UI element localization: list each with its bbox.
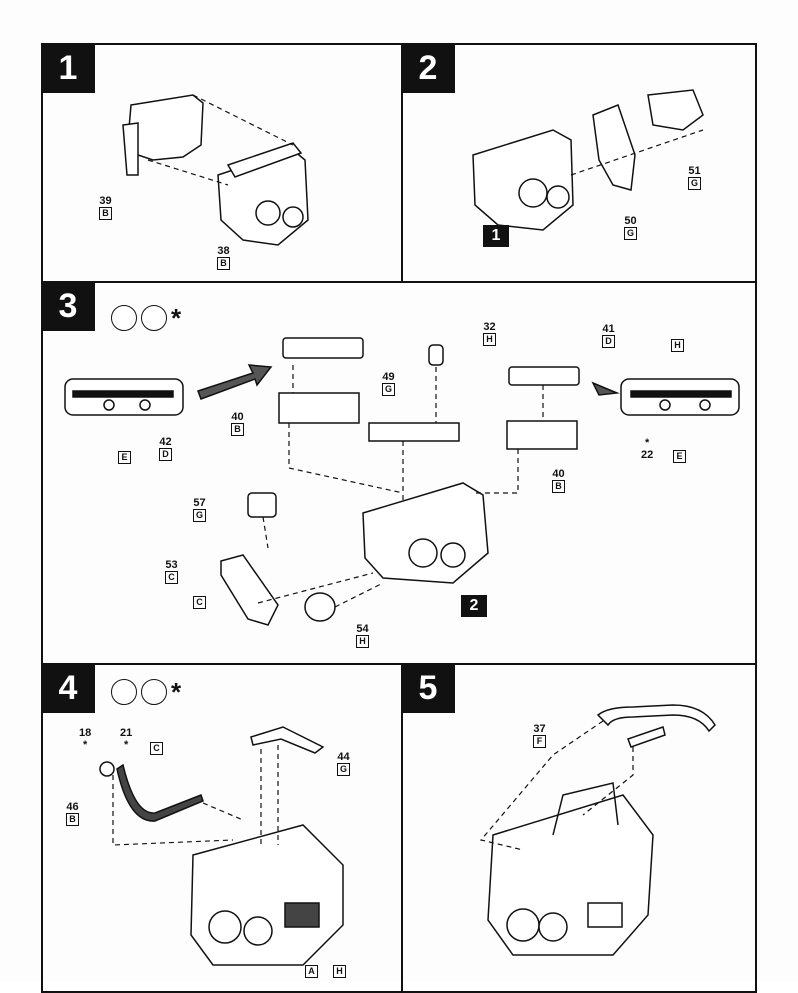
glue-icon — [111, 679, 137, 705]
sprue-a-label: A — [305, 965, 318, 978]
sprue-c-label: C — [193, 596, 206, 609]
sprue-e-right-label: E — [673, 450, 686, 463]
exhaust-manifold — [596, 704, 716, 733]
part-46-label: 46 B — [66, 801, 79, 826]
sprue-c-label: C — [150, 742, 163, 755]
step-reference-2: 2 — [461, 595, 487, 617]
part-44 — [250, 726, 325, 754]
glue-icon — [111, 305, 137, 331]
part-37-label: 37 F — [533, 723, 546, 748]
step-number: 4 — [43, 665, 95, 713]
engine-block — [362, 482, 489, 584]
belt-53 — [220, 554, 279, 626]
pulley-57 — [247, 492, 277, 518]
valve-cover-lower-right — [506, 420, 578, 450]
step-number: 5 — [403, 665, 455, 713]
step-number: 1 — [43, 45, 95, 93]
step-3-icons: * — [111, 305, 181, 331]
part-32-label: 32 H — [483, 321, 496, 346]
part-54-label: 54 H — [356, 623, 369, 648]
arrow-left — [197, 364, 273, 400]
engine-block — [472, 129, 574, 231]
plate — [647, 89, 704, 131]
paint-note-star: * — [171, 677, 182, 707]
sprue-e-left-label: E — [118, 451, 131, 464]
valve-cover-top-left — [282, 337, 364, 359]
paint-icon — [141, 305, 167, 331]
step-4-icons: * — [111, 679, 181, 705]
step-5-panel: 5 37 F — [401, 663, 757, 993]
part-51-label: 51 G — [688, 165, 701, 190]
part-22-label: * 22 — [641, 437, 654, 461]
sprue-h-right-label: H — [671, 339, 684, 352]
paint-note-star: * — [171, 303, 182, 333]
step-3-panel: 3 * — [41, 281, 757, 665]
valve-cover-top-right — [508, 366, 580, 386]
part-41-label: 41 D — [602, 323, 615, 348]
bracket-part — [127, 94, 204, 161]
hose-part — [116, 763, 204, 822]
step-number: 3 — [43, 283, 95, 331]
part-44-label: 44 G — [337, 751, 350, 776]
engine-block — [190, 824, 344, 966]
cover-plate — [592, 104, 636, 191]
step-2-panel: 2 51 G 50 G 1 — [401, 43, 757, 283]
part-42-label: 42 D — [159, 436, 172, 461]
step-4-panel: 4 * 18 * — [41, 663, 403, 993]
part-57-label: 57 G — [193, 497, 206, 522]
step-2-drawing — [472, 89, 704, 231]
arrow-right — [591, 381, 620, 396]
valve-cover-lower-left — [278, 392, 360, 424]
step-1-drawing — [122, 94, 309, 246]
part-40-label-right: 40 B — [552, 468, 565, 493]
step-3-drawing — [64, 337, 740, 626]
step-5-drawing — [479, 704, 716, 956]
sprue-h-label: H — [333, 965, 346, 978]
step-4-drawing — [99, 726, 344, 966]
part-53-label: 53 C — [165, 559, 178, 584]
part-38-label: 38 B — [217, 245, 230, 270]
cap-part — [428, 344, 444, 366]
part-40-label-left: 40 B — [231, 411, 244, 436]
step-reference-1: 1 — [483, 225, 509, 247]
paint-icon — [141, 679, 167, 705]
part-50-label: 50 G — [624, 215, 637, 240]
pulley-54 — [304, 592, 336, 622]
part-49-label: 49 G — [382, 371, 395, 396]
step-1-panel: 1 39 B 38 B — [41, 43, 403, 283]
part-18-label: 18 * — [79, 727, 92, 751]
part-39-label: 39 B — [99, 195, 112, 220]
part-21-label: 21 * — [120, 727, 133, 751]
step-number: 2 — [403, 45, 455, 93]
part-46 — [99, 761, 115, 777]
intake-part — [368, 422, 460, 442]
